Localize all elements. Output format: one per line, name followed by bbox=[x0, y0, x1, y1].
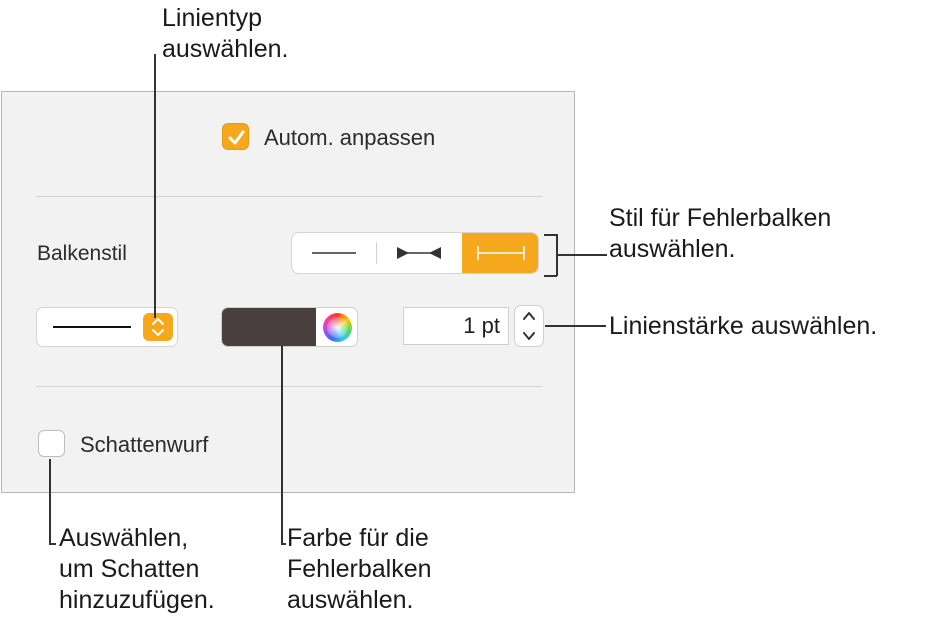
up-down-chevron-icon bbox=[152, 318, 164, 336]
callout-line-type-line-1: Linientyp bbox=[162, 4, 263, 32]
error-bar-format-panel: Autom. anpassen Balkenstil bbox=[1, 91, 575, 493]
color-wheel-icon[interactable] bbox=[323, 313, 352, 342]
bar-style-plain[interactable] bbox=[292, 233, 376, 273]
divider-top bbox=[36, 196, 542, 197]
line-type-popup[interactable] bbox=[36, 307, 178, 347]
leader-shadow-tick bbox=[49, 543, 56, 545]
callout-error-bar-style: Stil für Fehlerbalken auswählen. bbox=[609, 203, 831, 265]
chevron-up-icon bbox=[523, 312, 535, 320]
stepper-up-button[interactable] bbox=[515, 306, 543, 326]
leader-color bbox=[281, 346, 283, 544]
callout-line-width-line-1: Linienstärke auswählen. bbox=[609, 312, 878, 340]
callout-shadow-line-2: um Schatten bbox=[59, 555, 200, 583]
popup-arrow-button[interactable] bbox=[143, 313, 173, 341]
leader-line-type bbox=[154, 54, 156, 318]
callout-shadow: Auswählen, um Schatten hinzuzufügen. bbox=[59, 523, 215, 616]
color-swatch[interactable] bbox=[222, 308, 316, 346]
divider-bottom bbox=[36, 386, 542, 387]
line-width-stepper[interactable] bbox=[514, 305, 544, 347]
leader-error-bar-style bbox=[557, 254, 607, 256]
line-width-field[interactable]: 1 pt bbox=[403, 307, 509, 345]
leader-color-tick bbox=[281, 543, 286, 545]
shadow-label[interactable]: Schattenwurf bbox=[80, 432, 209, 457]
color-well[interactable] bbox=[221, 307, 358, 347]
bar-style-brackets[interactable] bbox=[462, 233, 538, 273]
callout-error-bar-style-line-2: auswählen. bbox=[609, 235, 736, 263]
callout-line-type-line-2: auswählen. bbox=[162, 35, 289, 63]
leader-bracket-bottom bbox=[544, 275, 557, 277]
autofit-checkbox[interactable] bbox=[222, 123, 249, 150]
callout-color: Farbe für die Fehlerbalken auswählen. bbox=[287, 523, 432, 616]
bar-style-label: Balkenstil bbox=[37, 242, 127, 265]
callout-error-bar-style-line-1: Stil für Fehlerbalken bbox=[609, 204, 832, 232]
callout-color-line-2: Fehlerbalken bbox=[287, 555, 432, 583]
plain-line-icon bbox=[312, 252, 356, 254]
solid-line-icon bbox=[53, 326, 131, 328]
callout-line-width: Linienstärke auswählen. bbox=[609, 311, 877, 342]
shadow-checkbox[interactable] bbox=[38, 430, 65, 457]
callout-line-type: Linientyp auswählen. bbox=[162, 3, 288, 65]
leader-line-width bbox=[545, 325, 606, 327]
leader-bracket-top bbox=[544, 234, 557, 236]
callout-color-line-3: auswählen. bbox=[287, 586, 414, 614]
callout-color-line-1: Farbe für die bbox=[287, 524, 429, 552]
autofit-label[interactable]: Autom. anpassen bbox=[264, 125, 436, 150]
callout-shadow-line-3: hinzuzufügen. bbox=[59, 586, 215, 614]
leader-shadow bbox=[49, 459, 51, 544]
bar-style-arrows[interactable] bbox=[377, 233, 461, 273]
callout-shadow-line-1: Auswählen, bbox=[59, 524, 189, 552]
bracket-ends-icon bbox=[477, 246, 525, 260]
bar-style-segmented-control bbox=[291, 232, 539, 274]
arrow-ends-icon bbox=[397, 247, 441, 259]
segment-separator bbox=[376, 242, 377, 264]
stepper-down-button[interactable] bbox=[515, 326, 543, 346]
checkmark-icon bbox=[228, 130, 245, 145]
leader-bracket-vertical bbox=[556, 234, 558, 276]
chevron-down-icon bbox=[523, 332, 535, 340]
